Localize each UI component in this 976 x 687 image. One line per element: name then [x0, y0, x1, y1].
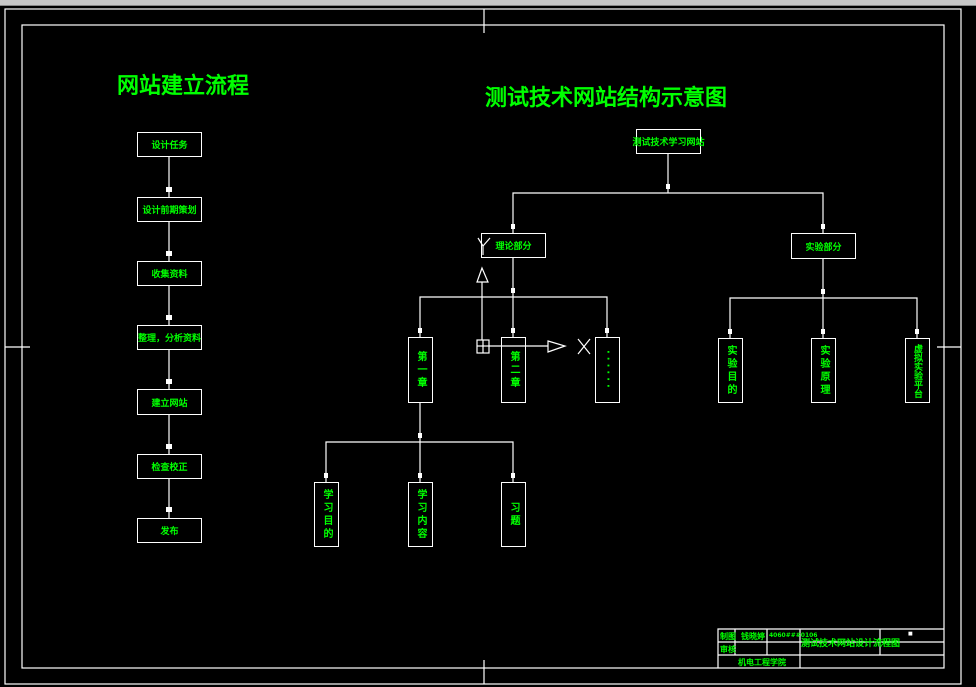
tree-node-experiment-child[interactable]: 实验目的 [718, 338, 743, 403]
tree-node-chapter-child[interactable]: 习题 [501, 482, 526, 547]
tree-connectors [325, 153, 918, 482]
drawn-by-label: 制图 [720, 632, 736, 641]
tree-root[interactable]: 测试技术学习网站 [633, 129, 705, 154]
tree-node-more[interactable]: ······ [595, 337, 620, 403]
tree-node-chapter[interactable]: 第二章 [501, 337, 526, 403]
flow-step[interactable]: 发布 [137, 518, 202, 543]
student-id: 4060###0106 [769, 632, 818, 639]
window-toolbar-strip [0, 0, 976, 6]
flow-step[interactable]: 整理，分析资料 [137, 325, 202, 350]
tree-node-chapter[interactable]: 第一章 [408, 337, 433, 403]
tree-node-experiment-child[interactable]: 虚拟实验平台 [905, 338, 930, 403]
flow-step[interactable]: 设计前期策划 [137, 197, 202, 222]
tree-node-theory[interactable]: 理论部分 [481, 233, 546, 258]
tree-node-chapter-child[interactable]: 学习内容 [408, 482, 433, 547]
tree-node-experiment-child[interactable]: 实验原理 [811, 338, 836, 403]
tree-node-experiment[interactable]: 实验部分 [791, 233, 856, 259]
left-title: 网站建立流程 [117, 74, 250, 99]
flow-step[interactable]: 设计任务 [137, 132, 202, 157]
tree-node-chapter-child[interactable]: 学习目的 [314, 482, 339, 547]
flow-step[interactable]: 检查校正 [137, 454, 202, 479]
flow-step[interactable]: 收集资料 [137, 261, 202, 286]
title-block-mark: ■ [908, 631, 913, 637]
reviewed-by-label: 审核 [720, 645, 736, 654]
flow-step[interactable]: 建立网站 [137, 389, 202, 415]
connector-grips [166, 184, 919, 512]
drawer-name: 钱晓婷 [741, 632, 765, 641]
title-block-grid [717, 628, 944, 668]
ucs-icon [476, 237, 591, 355]
drawing-title: 测试技术网站设计流程图 [801, 639, 901, 649]
right-title: 测试技术网站结构示意图 [485, 86, 728, 111]
school-name: 机电工程学院 [738, 658, 786, 667]
